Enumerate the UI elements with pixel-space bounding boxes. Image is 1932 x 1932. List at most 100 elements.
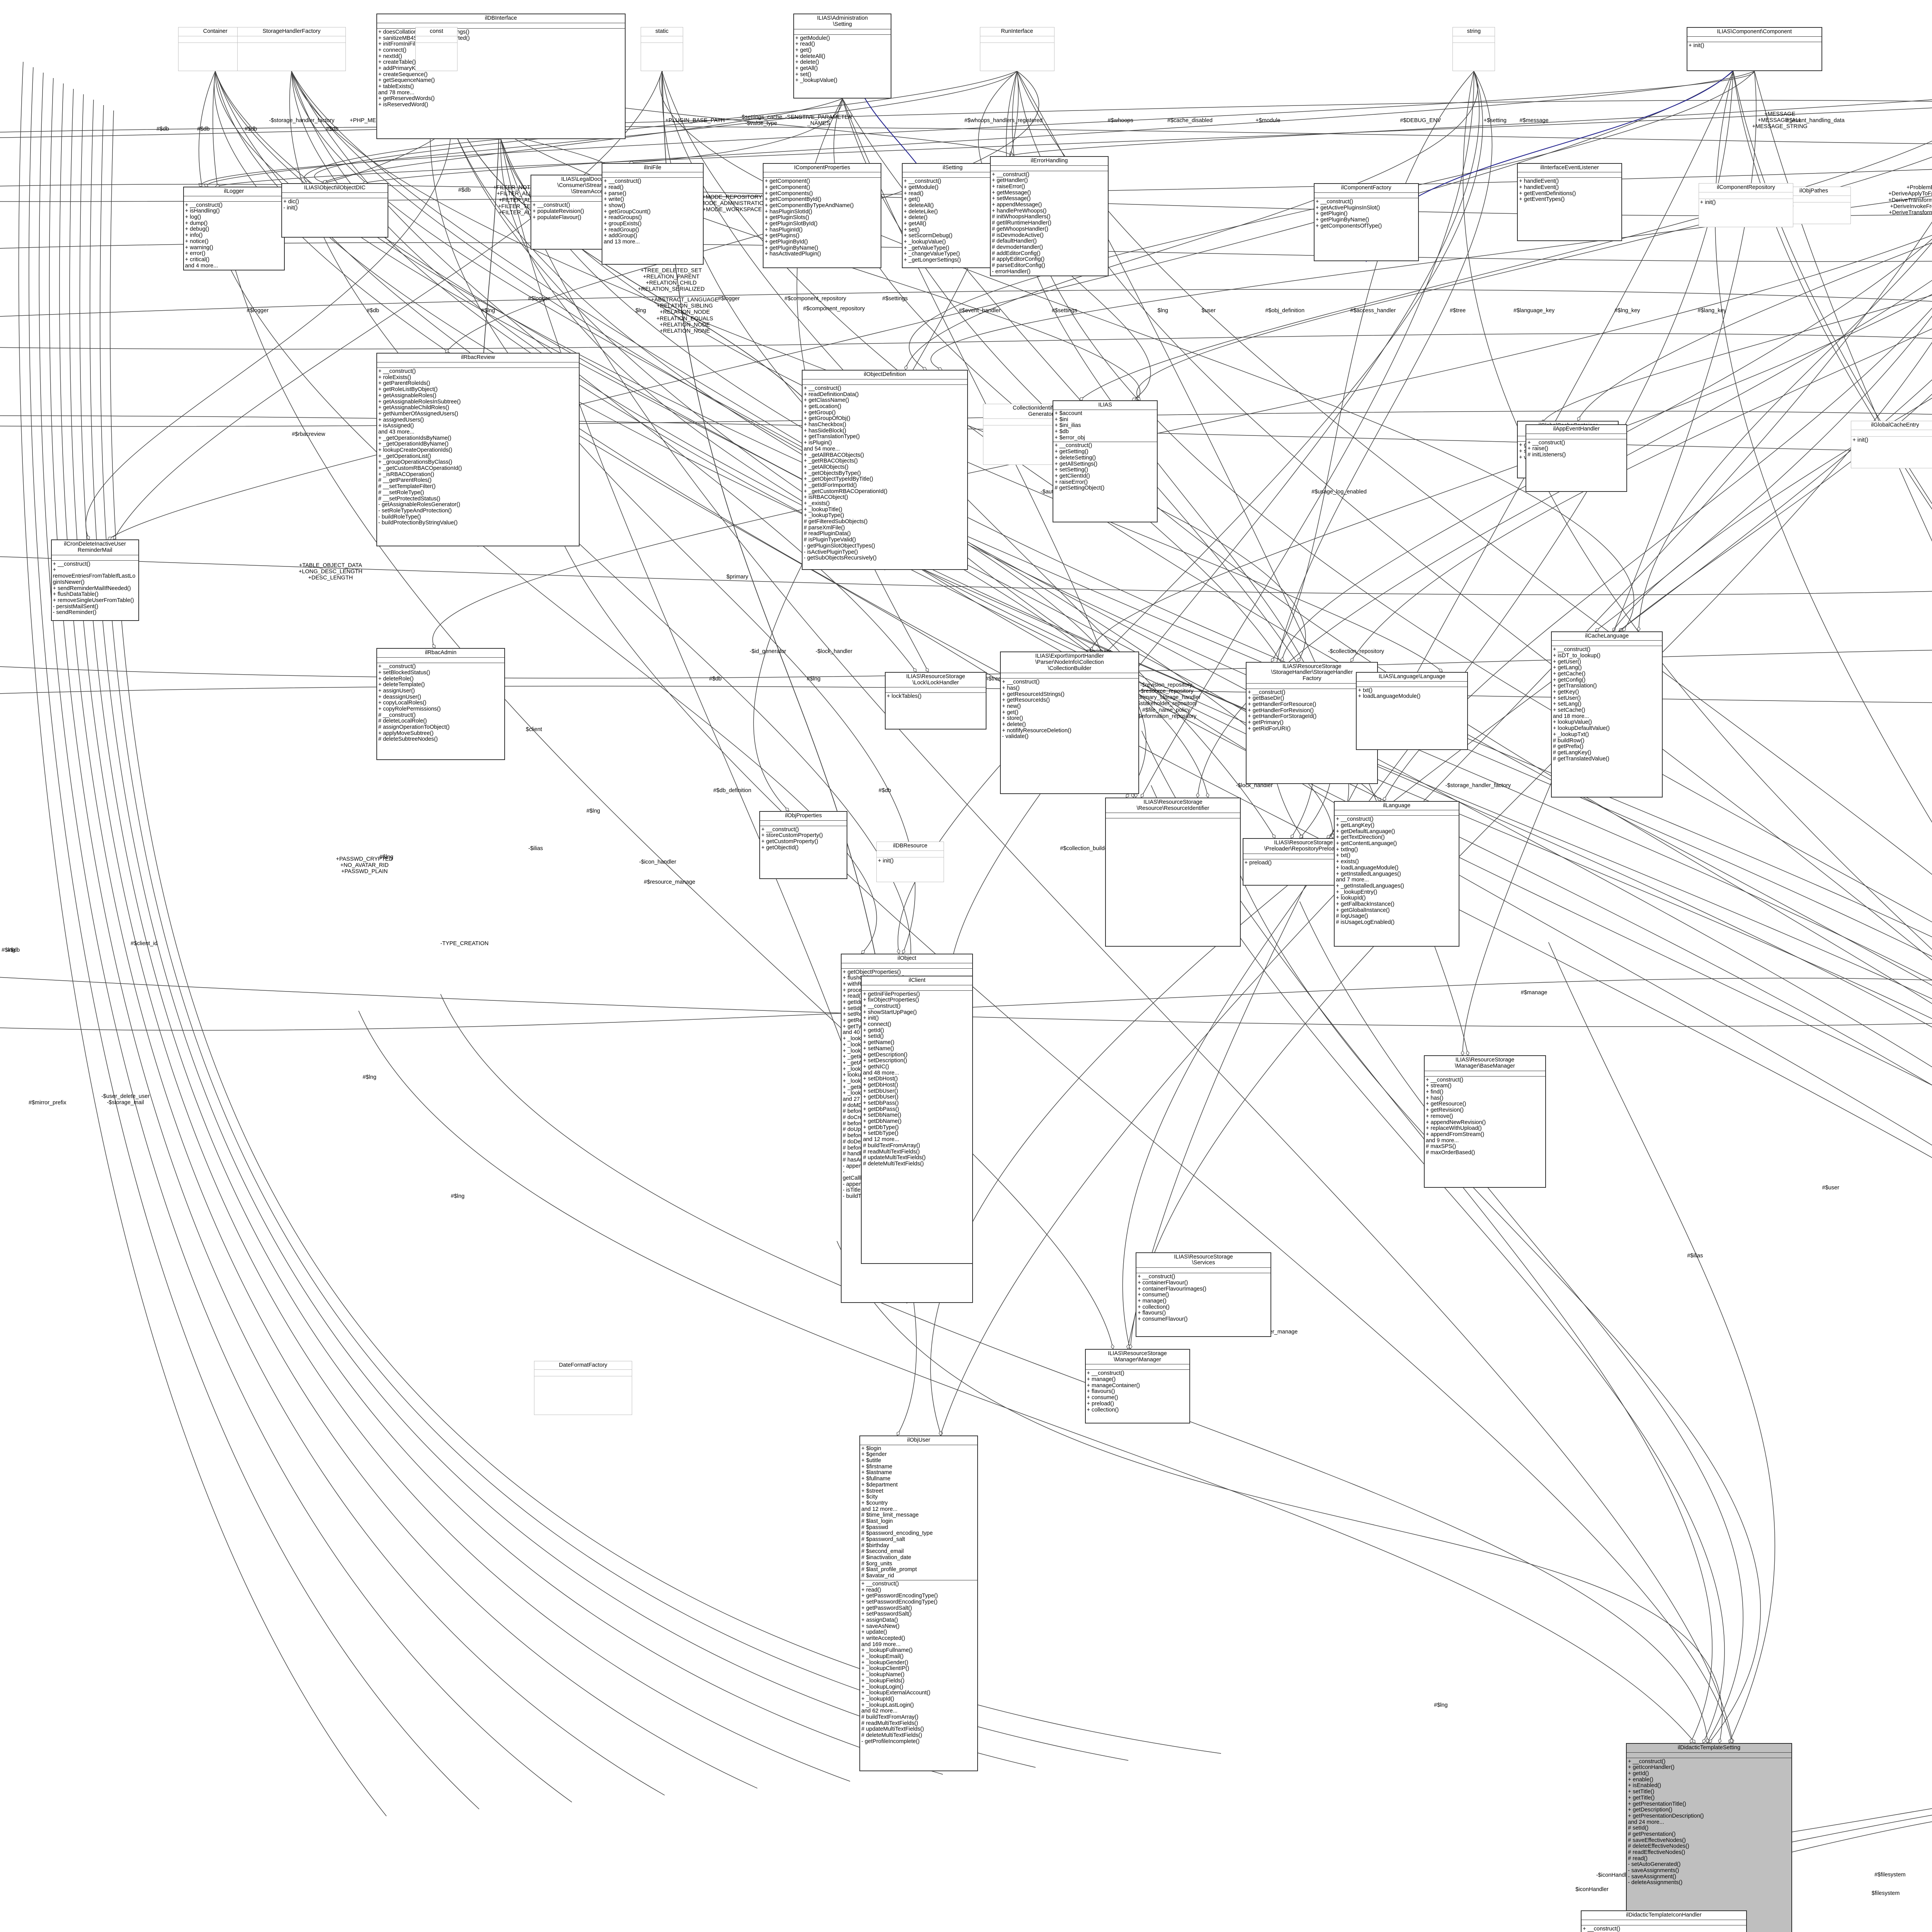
uml-class-ILIASResourceStorageManage[interactable]: ILIAS\ResourceStorage \Manager\Manager+ … xyxy=(1085,1349,1190,1424)
uml-class-ILIASResourceStorageResourceIdentification[interactable]: ILIAS\ResourceStorage \Resource\Resource… xyxy=(1105,797,1241,947)
uml-class-ILIASResourceStorageServices[interactable]: ILIAS\ResourceStorage \Services+ __const… xyxy=(1136,1252,1272,1337)
class-operations: + __construct() + handleUpload() + write… xyxy=(1583,1925,1626,1932)
edge-label: #$DEBUG_ENV xyxy=(1400,117,1441,124)
uml-edge xyxy=(18,61,387,1816)
uml-edge xyxy=(1715,71,1932,823)
uml-class-ilObjProperties[interactable]: ilObjProperties+ __construct() + storeCu… xyxy=(759,811,848,879)
class-operations xyxy=(1453,43,1495,71)
class-title: ILIAS\ResourceStorage \Services xyxy=(1136,1253,1271,1268)
class-title: ilObjectDefinition xyxy=(802,371,967,379)
uml-class-ILIASExportImportHandlerCollectionBuilder[interactable]: ILIAS\Export\ImportHandler \Parser\NodeI… xyxy=(1000,651,1139,794)
uml-edge xyxy=(1280,238,1932,662)
class-operations: + txt() + loadLanguageModule() xyxy=(1358,687,1421,700)
uml-class-ILIASResourceStorageLockHandler[interactable]: ILIAS\ResourceStorage \Lock\LockHandler+… xyxy=(884,672,987,730)
uml-class-const[interactable]: const xyxy=(415,27,458,71)
edge-label: $user xyxy=(1201,307,1216,314)
uml-class-RunInterface[interactable]: RunInterface xyxy=(980,27,1054,71)
class-title: ilIniFile xyxy=(602,164,703,173)
uml-class-ILIASLanguageLanguage[interactable]: ILIAS\Language\Language + txt() + loadLan… xyxy=(1356,672,1468,750)
class-operations: + __construct() + setBlockedStatus() + d… xyxy=(378,663,450,743)
edge-label: #$rbacreview xyxy=(292,431,325,438)
uml-class-ilCronDeleteInactiveUserReminderMail[interactable]: ilCronDeleteInactiveUser ReminderMail+ _… xyxy=(51,539,139,621)
uml-class-ilIniFile[interactable]: ilIniFile + __construct() + read() + pars… xyxy=(602,163,704,265)
uml-class-ilSettingTop[interactable]: ilSetting+ __construct() + getModule() +… xyxy=(901,163,1003,268)
uml-class-ILIASResourceStorageManagerBaseManager[interactable]: ILIAS\ResourceStorage \Manager\BaseManag… xyxy=(1423,1055,1546,1188)
uml-edge xyxy=(1792,1808,1932,1832)
uml-edge xyxy=(1009,99,1932,157)
uml-class-ilObjectDefinition[interactable]: ilObjectDefinition+ __construct() + read… xyxy=(801,370,968,570)
uml-class-ILIASComponentComponent[interactable]: ILIAS\Component\Component+ init() xyxy=(1686,27,1822,71)
class-attributes xyxy=(1001,673,1138,679)
uml-edge xyxy=(69,88,850,1782)
uml-class-ilLogger[interactable]: ilLogger+ __construct() + isHandling() +… xyxy=(183,187,285,271)
class-attributes xyxy=(902,172,1003,178)
edge-label: #$db xyxy=(7,947,20,953)
uml-class-IComponentProperties[interactable]: IComponentProperties+ getComponent() + g… xyxy=(763,163,882,268)
edge-label: #$event_handling_data xyxy=(1786,117,1845,124)
uml-class-ilDBResource[interactable]: ilDBResource+ init() xyxy=(876,842,944,883)
uml-edge xyxy=(1299,901,1743,1743)
uml-class-ilLanguage[interactable]: ilLanguage+ __construct() + getLangKey()… xyxy=(1334,801,1460,947)
edge-label: -$collection_repository xyxy=(1328,648,1384,655)
class-operations: + __construct() + getModule() + read() +… xyxy=(903,178,961,264)
uml-edge xyxy=(0,100,1932,138)
class-attributes xyxy=(1314,193,1418,198)
class-title: ILIAS\Language\Language xyxy=(1357,673,1467,682)
uml-class-string[interactable]: string xyxy=(1452,27,1495,71)
class-attributes xyxy=(1518,172,1622,178)
uml-class-ilInterfaceEventListener[interactable]: ilInterfaceEventListener + handleEvent() … xyxy=(1517,163,1622,241)
edge-label: #$tree xyxy=(985,675,1002,682)
uml-class-ilAppEventHandler[interactable]: ilAppEventHandler+ __construct() + raise… xyxy=(1526,424,1628,492)
uml-class-ilComponentRepository[interactable]: ilComponentRepository+ init() xyxy=(1698,183,1794,228)
class-attributes xyxy=(802,379,967,385)
class-operations: + __construct() + has() + getResourceIdS… xyxy=(1002,679,1071,740)
uml-edge xyxy=(1089,294,1932,652)
uml-class-ILIASAdministrationSetting[interactable]: ILIAS\Administration \Setting+ getModule… xyxy=(793,14,892,99)
class-attributes xyxy=(1335,810,1459,816)
class-operations: + __construct() + read() + parse() + wri… xyxy=(604,178,651,245)
uml-edge xyxy=(1733,71,1932,510)
uml-class-ILIASObjectilObjectDIC[interactable]: ILIAS\Object\ilObjectDIC+ dic() - init() xyxy=(281,183,388,238)
class-operations: + handleEvent() + handleEvent() + getEve… xyxy=(1519,178,1576,203)
uml-class-DateFormatFactory[interactable]: DateFormatFactory xyxy=(534,1361,633,1415)
uml-class-static[interactable]: static xyxy=(641,27,683,71)
class-operations: + __construct() + getIconHandler() + get… xyxy=(1628,1758,1704,1886)
edge-label: +$setting xyxy=(1483,117,1507,124)
uml-class-ilClient[interactable]: ilClient+ getIniFileProperties() + fixOb… xyxy=(861,975,973,1264)
edge-label: -TYPE_CREATION xyxy=(440,940,489,947)
edge-label: #$resource_manage xyxy=(644,879,696,886)
class-attributes xyxy=(641,36,683,43)
uml-class-ilRbacReview[interactable]: ilRbacReview+ __construct() + roleExists… xyxy=(376,353,580,546)
edge-label: #$settings xyxy=(882,295,908,302)
edge-label: +MODE_REPOSITORY +MODE_ADMINISTRATION +M… xyxy=(697,194,768,213)
class-title: string xyxy=(1453,27,1495,36)
uml-class-StorageHandlerFactory[interactable]: StorageHandlerFactory xyxy=(237,27,346,71)
edge-label: #$language_key xyxy=(1513,307,1555,314)
edge-label: #$lng xyxy=(806,675,821,682)
class-operations: + init() xyxy=(1852,437,1869,443)
uml-class-ilDidacticTemplateSetting[interactable]: ilDidacticTemplateSetting+ __construct()… xyxy=(1626,1743,1792,1932)
class-title: ilGlobalCacheEntry xyxy=(1851,421,1932,430)
class-attributes xyxy=(51,555,138,561)
class-attributes xyxy=(1687,37,1821,42)
uml-class-ILIAS[interactable]: ILIAS+ $account + $ini + $ini_ilias + $d… xyxy=(1053,400,1158,523)
uml-class-ilDBInterface[interactable]: ilDBInterface+ doesCollationSupportMB4St… xyxy=(376,14,626,139)
class-operations: + init() xyxy=(1688,42,1704,49)
uml-class-ilDidacticTemplateIconHandler[interactable]: ilDidacticTemplateIconHandler+ __constru… xyxy=(1581,1910,1747,1932)
uml-class-ilRbacAdminTop[interactable]: ilRbacAdmin+ __construct() + setBlockedS… xyxy=(376,648,505,760)
uml-edge xyxy=(1541,295,1932,425)
class-title: static xyxy=(641,27,683,36)
uml-class-ilObjUser[interactable]: ilObjUser+ $login + $gender + $utitle + … xyxy=(859,1435,978,1772)
uml-class-ilComponentFactory[interactable]: ilComponentFactory+ __construct() + getA… xyxy=(1313,183,1419,262)
edge-label: -$storage_handler_factory xyxy=(1445,782,1511,789)
uml-class-ilGlobalCacheEntry[interactable]: ilGlobalCacheEntry + init() xyxy=(1851,421,1932,468)
uml-class-ilCacheLanguage[interactable]: ilCacheLanguage+ __construct() + isDT_to… xyxy=(1551,631,1663,798)
uml-edge xyxy=(1754,71,1932,542)
edge-label: +$module xyxy=(1255,117,1281,124)
class-attributes xyxy=(1582,1920,1746,1925)
uml-class-ilErrorHandling[interactable]: ilErrorHandling+ __construct() + getHand… xyxy=(990,156,1109,277)
class-attributes xyxy=(282,193,388,198)
class-title: ilInterfaceEventListener xyxy=(1518,164,1622,173)
class-attributes xyxy=(1526,434,1627,439)
